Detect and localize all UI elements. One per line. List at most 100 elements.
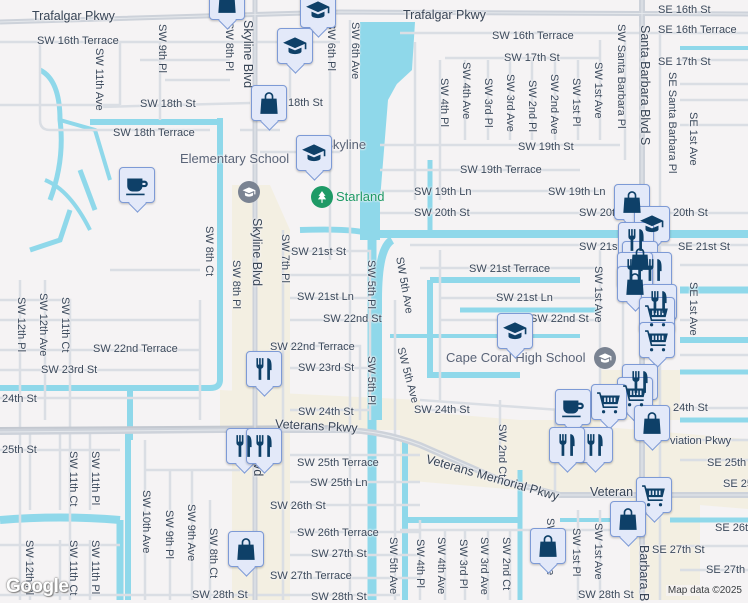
marker-shopping[interactable] <box>614 184 650 220</box>
place-skyline-elementary[interactable]: Skyline Elementary School <box>180 138 366 166</box>
marker-shopping[interactable] <box>610 501 646 537</box>
marker-school[interactable] <box>497 313 533 349</box>
graduation-cap-icon <box>282 33 308 59</box>
street-label: SE 25 <box>723 478 748 490</box>
street-label: SE 26th <box>715 522 748 534</box>
marker-grocery[interactable] <box>639 297 675 333</box>
graduation-cap-icon <box>242 187 256 197</box>
street-label-vertical: SW 4th Pl <box>414 539 426 588</box>
shopping-bag-icon <box>639 410 665 436</box>
shopping-bag-icon <box>535 533 561 559</box>
marker-restaurant[interactable] <box>549 427 585 463</box>
shopping-bag-icon <box>622 271 648 297</box>
marker-school[interactable] <box>300 0 336 28</box>
shopping-bag-icon <box>615 506 641 532</box>
marker-grocery[interactable] <box>617 377 653 413</box>
map-attribution[interactable]: Map data ©2025 <box>665 585 744 596</box>
marker-shopping[interactable] <box>530 528 566 564</box>
street-label: 25th St <box>2 444 37 456</box>
fork-knife-icon <box>251 433 277 459</box>
marker-grocery[interactable] <box>591 384 627 420</box>
street-label-vertical: SW 1st Ave <box>592 62 604 119</box>
street-label: SE 21st St <box>678 241 730 253</box>
street-label: 24th St <box>2 393 37 405</box>
marker-school[interactable] <box>277 28 313 64</box>
school-pin-skyline[interactable] <box>238 181 260 203</box>
street-label: SW 25th Terrace <box>297 457 379 469</box>
marker-restaurant[interactable] <box>246 428 282 464</box>
street-label-vertical: SW 2nd Pl <box>526 80 538 132</box>
shopping-cart-icon <box>641 482 667 508</box>
street-label-vertical: SW 2nd Ct <box>500 537 512 591</box>
street-label-vertical: SW 7th Pl <box>279 234 291 283</box>
street-label-vertical: SW 8th Ct <box>203 226 215 277</box>
street-label-vertical: SW 3rd Ave <box>478 537 490 595</box>
street-label-vertical: SW 9th Ave <box>185 504 197 562</box>
street-label-vertical: SW 11th Ct <box>67 451 79 507</box>
street-label: SE 16th St <box>658 4 711 16</box>
shopping-bag-icon <box>233 536 259 562</box>
street-label: SW 28th St <box>192 589 248 601</box>
street-label: SW 24th St <box>298 406 354 418</box>
street-label: 20th St <box>673 207 708 219</box>
park-pin-starland[interactable] <box>311 186 333 208</box>
street-label: SW 28th St <box>578 589 634 601</box>
shopping-bag-icon <box>256 90 282 116</box>
marker-restaurant[interactable] <box>577 427 613 463</box>
street-label-vertical: SW 11th Ave <box>93 48 105 111</box>
marker-cafe[interactable] <box>555 389 591 425</box>
place-label-starland[interactable]: Starland <box>336 189 385 204</box>
marker-grocery[interactable] <box>636 477 672 513</box>
shopping-cart-icon <box>596 389 622 415</box>
marker-grocery[interactable] <box>639 322 675 358</box>
place-label-line2: Elementary School <box>180 151 290 166</box>
road-label-santa-barbara-blvd: Santa Barbara Blvd S <box>638 25 652 146</box>
street-label-vertical: SW 5th Ave <box>387 537 399 595</box>
google-logo[interactable]: Google <box>6 576 69 597</box>
road-label-santa-barbara-south: Barbara B <box>637 545 651 602</box>
street-label-vertical: SW Santa Barbara Pl <box>615 24 627 129</box>
shopping-cart-icon <box>644 302 670 328</box>
street-label-vertical: SW 8th Ct <box>207 528 219 579</box>
street-label: viation Pkwy <box>670 435 732 447</box>
street-label: SW 24th St <box>414 404 470 416</box>
street-label-vertical: SW 9th Pl <box>156 24 168 73</box>
road-label-veterans-east: Veteran <box>590 485 634 499</box>
road-label-skyline-blvd: Skyline Blvd <box>250 218 264 287</box>
marker-restaurant[interactable] <box>246 351 282 387</box>
marker-shopping[interactable] <box>617 266 653 302</box>
street-label-vertical: SW 1st Ave <box>592 266 604 323</box>
road-label-skyline-blvd-north: Skyline Blvd <box>241 20 255 89</box>
street-label-vertical: SW 11th Pl <box>89 540 101 595</box>
street-label-vertical: SW 11th Ct <box>67 540 79 596</box>
marker-school[interactable] <box>296 135 332 171</box>
marker-shopping[interactable] <box>228 531 264 567</box>
street-label: SW 26th St <box>270 500 326 512</box>
street-label: SW 16th Terrace <box>37 35 119 47</box>
school-pin-cape-coral-high[interactable] <box>594 347 616 369</box>
fork-knife-icon <box>554 432 580 458</box>
road-label-trafalgar-pkwy-east: Trafalgar Pkwy <box>403 8 486 22</box>
shopping-cart-icon <box>644 327 670 353</box>
street-label-vertical: SW 2nd Ave <box>548 74 560 135</box>
street-label: SW 22nd Terrace <box>270 341 355 353</box>
street-label-vertical: SW 4th Pl <box>438 78 450 127</box>
street-label-vertical: SW 6th Ave <box>349 22 361 80</box>
marker-shopping[interactable] <box>251 85 287 121</box>
street-label: 18th St <box>288 97 323 109</box>
street-label-vertical: SW 3rd Ave <box>504 74 516 132</box>
street-label-vertical: SW 4th Ave <box>460 62 472 120</box>
street-label: SW 18th Terrace <box>113 127 195 139</box>
street-label: SW 21s <box>579 241 618 253</box>
marker-shopping[interactable] <box>634 405 670 441</box>
street-label-vertical: SE Santa Barbara Pl <box>666 72 678 174</box>
graduation-cap-icon <box>598 353 612 363</box>
street-label-vertical: SE 1st Ave <box>687 112 699 166</box>
marker-cafe[interactable] <box>119 167 155 203</box>
street-label-vertical: SW 10th Ave <box>140 490 152 554</box>
street-label: SE 27th <box>706 564 746 576</box>
street-label: SW 27th St <box>311 548 367 560</box>
street-label: SE 25th <box>707 457 747 469</box>
street-label: SW 21st Ln <box>496 292 553 304</box>
marker-shopping[interactable] <box>209 0 245 20</box>
